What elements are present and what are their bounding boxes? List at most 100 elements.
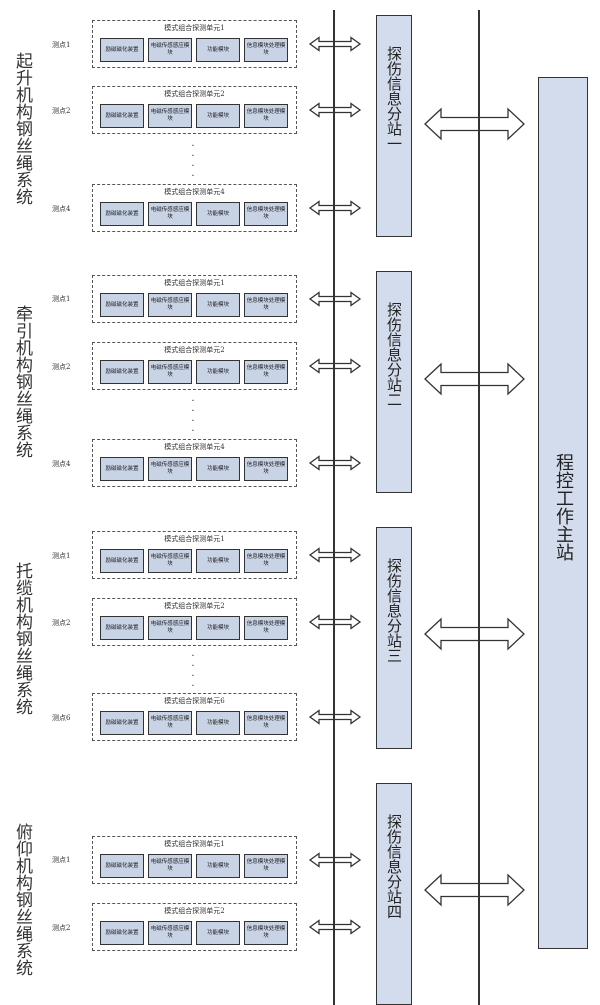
point-label: 测点2 [52, 924, 71, 932]
group-label-cable: 托缆机构钢丝绳系统 [12, 562, 32, 715]
detection-unit: 模式组合探测单元1 励磁磁化装置 电磁传感感应模块 功能模块 信息模块处理模块 [92, 20, 297, 68]
station-link-arrow [424, 617, 525, 651]
module-box: 电磁传感感应模块 [148, 711, 192, 735]
module-box: 电磁传感感应模块 [148, 616, 192, 640]
substation-label: 探伤信息分站三 [385, 558, 403, 663]
detection-unit: 模式组合探测单元2 励磁磁化装置 电磁传感感应模块 功能模块 信息模块处理模块 [92, 903, 297, 951]
module-box: 功能模块 [196, 616, 240, 640]
module-box: 信息模块处理模块 [244, 711, 288, 735]
ellipsis-dots: ···· [191, 651, 195, 692]
unit-title: 模式组合探测单元4 [164, 443, 225, 451]
unit-link-arrow [308, 614, 362, 630]
unit-title: 模式组合探测单元1 [164, 24, 225, 32]
unit-link-arrow [308, 919, 362, 935]
module-box: 信息模块处理模块 [244, 38, 288, 62]
substation-label: 探伤信息分站四 [385, 814, 403, 919]
module-box: 功能模块 [196, 38, 240, 62]
module-box: 电磁传感感应模块 [148, 202, 192, 226]
unit-link-arrow [308, 291, 362, 307]
station-link-arrow [424, 107, 525, 141]
group-label-hoist: 起升机构钢丝绳系统 [12, 52, 32, 205]
unit-title: 模式组合探测单元1 [164, 279, 225, 287]
group-label-traction: 牵引机构钢丝绳系统 [12, 305, 32, 458]
point-label: 测点2 [52, 363, 71, 371]
substation-label: 探伤信息分站二 [385, 302, 403, 407]
module-box: 电磁传感感应模块 [148, 921, 192, 945]
point-label: 测点1 [52, 856, 71, 864]
unit-title: 模式组合探测单元2 [164, 907, 225, 915]
point-label: 测点1 [52, 41, 71, 49]
module-box: 功能模块 [196, 457, 240, 481]
module-box: 励磁磁化装置 [100, 854, 144, 878]
module-box: 电磁传感感应模块 [148, 38, 192, 62]
module-box: 信息模块处理模块 [244, 616, 288, 640]
detection-unit: 模式组合探测单元1 励磁磁化装置 电磁传感感应模块 功能模块 信息模块处理模块 [92, 836, 297, 884]
module-box: 电磁传感感应模块 [148, 457, 192, 481]
module-box: 功能模块 [196, 104, 240, 128]
module-box: 信息模块处理模块 [244, 921, 288, 945]
detection-unit: 模式组合探测单元4 励磁磁化装置 电磁传感感应模块 功能模块 信息模块处理模块 [92, 439, 297, 487]
module-box: 信息模块处理模块 [244, 549, 288, 573]
module-box: 电磁传感感应模块 [148, 360, 192, 384]
module-box: 电磁传感感应模块 [148, 104, 192, 128]
substation-label: 探伤信息分站一 [385, 46, 403, 151]
detection-unit: 模式组合探测单元2 励磁磁化装置 电磁传感感应模块 功能模块 信息模块处理模块 [92, 86, 297, 134]
detection-unit: 模式组合探测单元2 励磁磁化装置 电磁传感感应模块 功能模块 信息模块处理模块 [92, 598, 297, 646]
module-box: 电磁传感感应模块 [148, 293, 192, 317]
group-label-luffing: 俯仰机构钢丝绳系统 [12, 823, 32, 976]
unit-link-arrow [308, 36, 362, 52]
unit-title: 模式组合探测单元6 [164, 697, 225, 705]
point-label: 测点2 [52, 619, 71, 627]
unit-link-arrow [308, 200, 362, 216]
module-box: 励磁磁化装置 [100, 293, 144, 317]
unit-link-arrow [308, 455, 362, 471]
module-box: 励磁磁化装置 [100, 360, 144, 384]
station-link-arrow [424, 362, 525, 396]
unit-title: 模式组合探测单元2 [164, 346, 225, 354]
point-label: 测点4 [52, 205, 71, 213]
module-box: 励磁磁化装置 [100, 549, 144, 573]
module-box: 信息模块处理模块 [244, 854, 288, 878]
module-box: 信息模块处理模块 [244, 202, 288, 226]
module-box: 励磁磁化装置 [100, 38, 144, 62]
bus-line-right [478, 10, 480, 1005]
module-box: 功能模块 [196, 202, 240, 226]
module-box: 励磁磁化装置 [100, 104, 144, 128]
unit-link-arrow [308, 852, 362, 868]
main-control-station: 程控工作主站 [538, 77, 588, 949]
module-box: 功能模块 [196, 360, 240, 384]
detection-unit: 模式组合探测单元1 励磁磁化装置 电磁传感感应模块 功能模块 信息模块处理模块 [92, 531, 297, 579]
module-box: 励磁磁化装置 [100, 921, 144, 945]
point-label: 测点1 [52, 295, 71, 303]
unit-title: 模式组合探测单元4 [164, 188, 225, 196]
module-box: 功能模块 [196, 921, 240, 945]
unit-link-arrow [308, 709, 362, 725]
module-box: 励磁磁化装置 [100, 457, 144, 481]
unit-title: 模式组合探测单元1 [164, 535, 225, 543]
unit-link-arrow [308, 102, 362, 118]
unit-link-arrow [308, 358, 362, 374]
station-link-arrow [424, 873, 525, 907]
module-box: 功能模块 [196, 854, 240, 878]
module-box: 信息模块处理模块 [244, 104, 288, 128]
unit-title: 模式组合探测单元1 [164, 840, 225, 848]
module-box: 功能模块 [196, 293, 240, 317]
detection-unit: 模式组合探测单元4 励磁磁化装置 电磁传感感应模块 功能模块 信息模块处理模块 [92, 184, 297, 232]
module-box: 电磁传感感应模块 [148, 549, 192, 573]
module-box: 信息模块处理模块 [244, 360, 288, 384]
unit-title: 模式组合探测单元2 [164, 602, 225, 610]
module-box: 励磁磁化装置 [100, 202, 144, 226]
bus-line-left [333, 10, 335, 1005]
module-box: 信息模块处理模块 [244, 293, 288, 317]
unit-link-arrow [308, 547, 362, 563]
detection-unit: 模式组合探测单元1 励磁磁化装置 电磁传感感应模块 功能模块 信息模块处理模块 [92, 275, 297, 323]
point-label: 测点6 [52, 714, 71, 722]
module-box: 信息模块处理模块 [244, 457, 288, 481]
detection-unit: 模式组合探测单元6 励磁磁化装置 电磁传感感应模块 功能模块 信息模块处理模块 [92, 693, 297, 741]
substation-three: 探伤信息分站三 [376, 527, 412, 749]
module-box: 电磁传感感应模块 [148, 854, 192, 878]
point-label: 测点1 [52, 552, 71, 560]
ellipsis-dots: ···· [191, 396, 195, 437]
substation-four: 探伤信息分站四 [376, 783, 412, 1005]
